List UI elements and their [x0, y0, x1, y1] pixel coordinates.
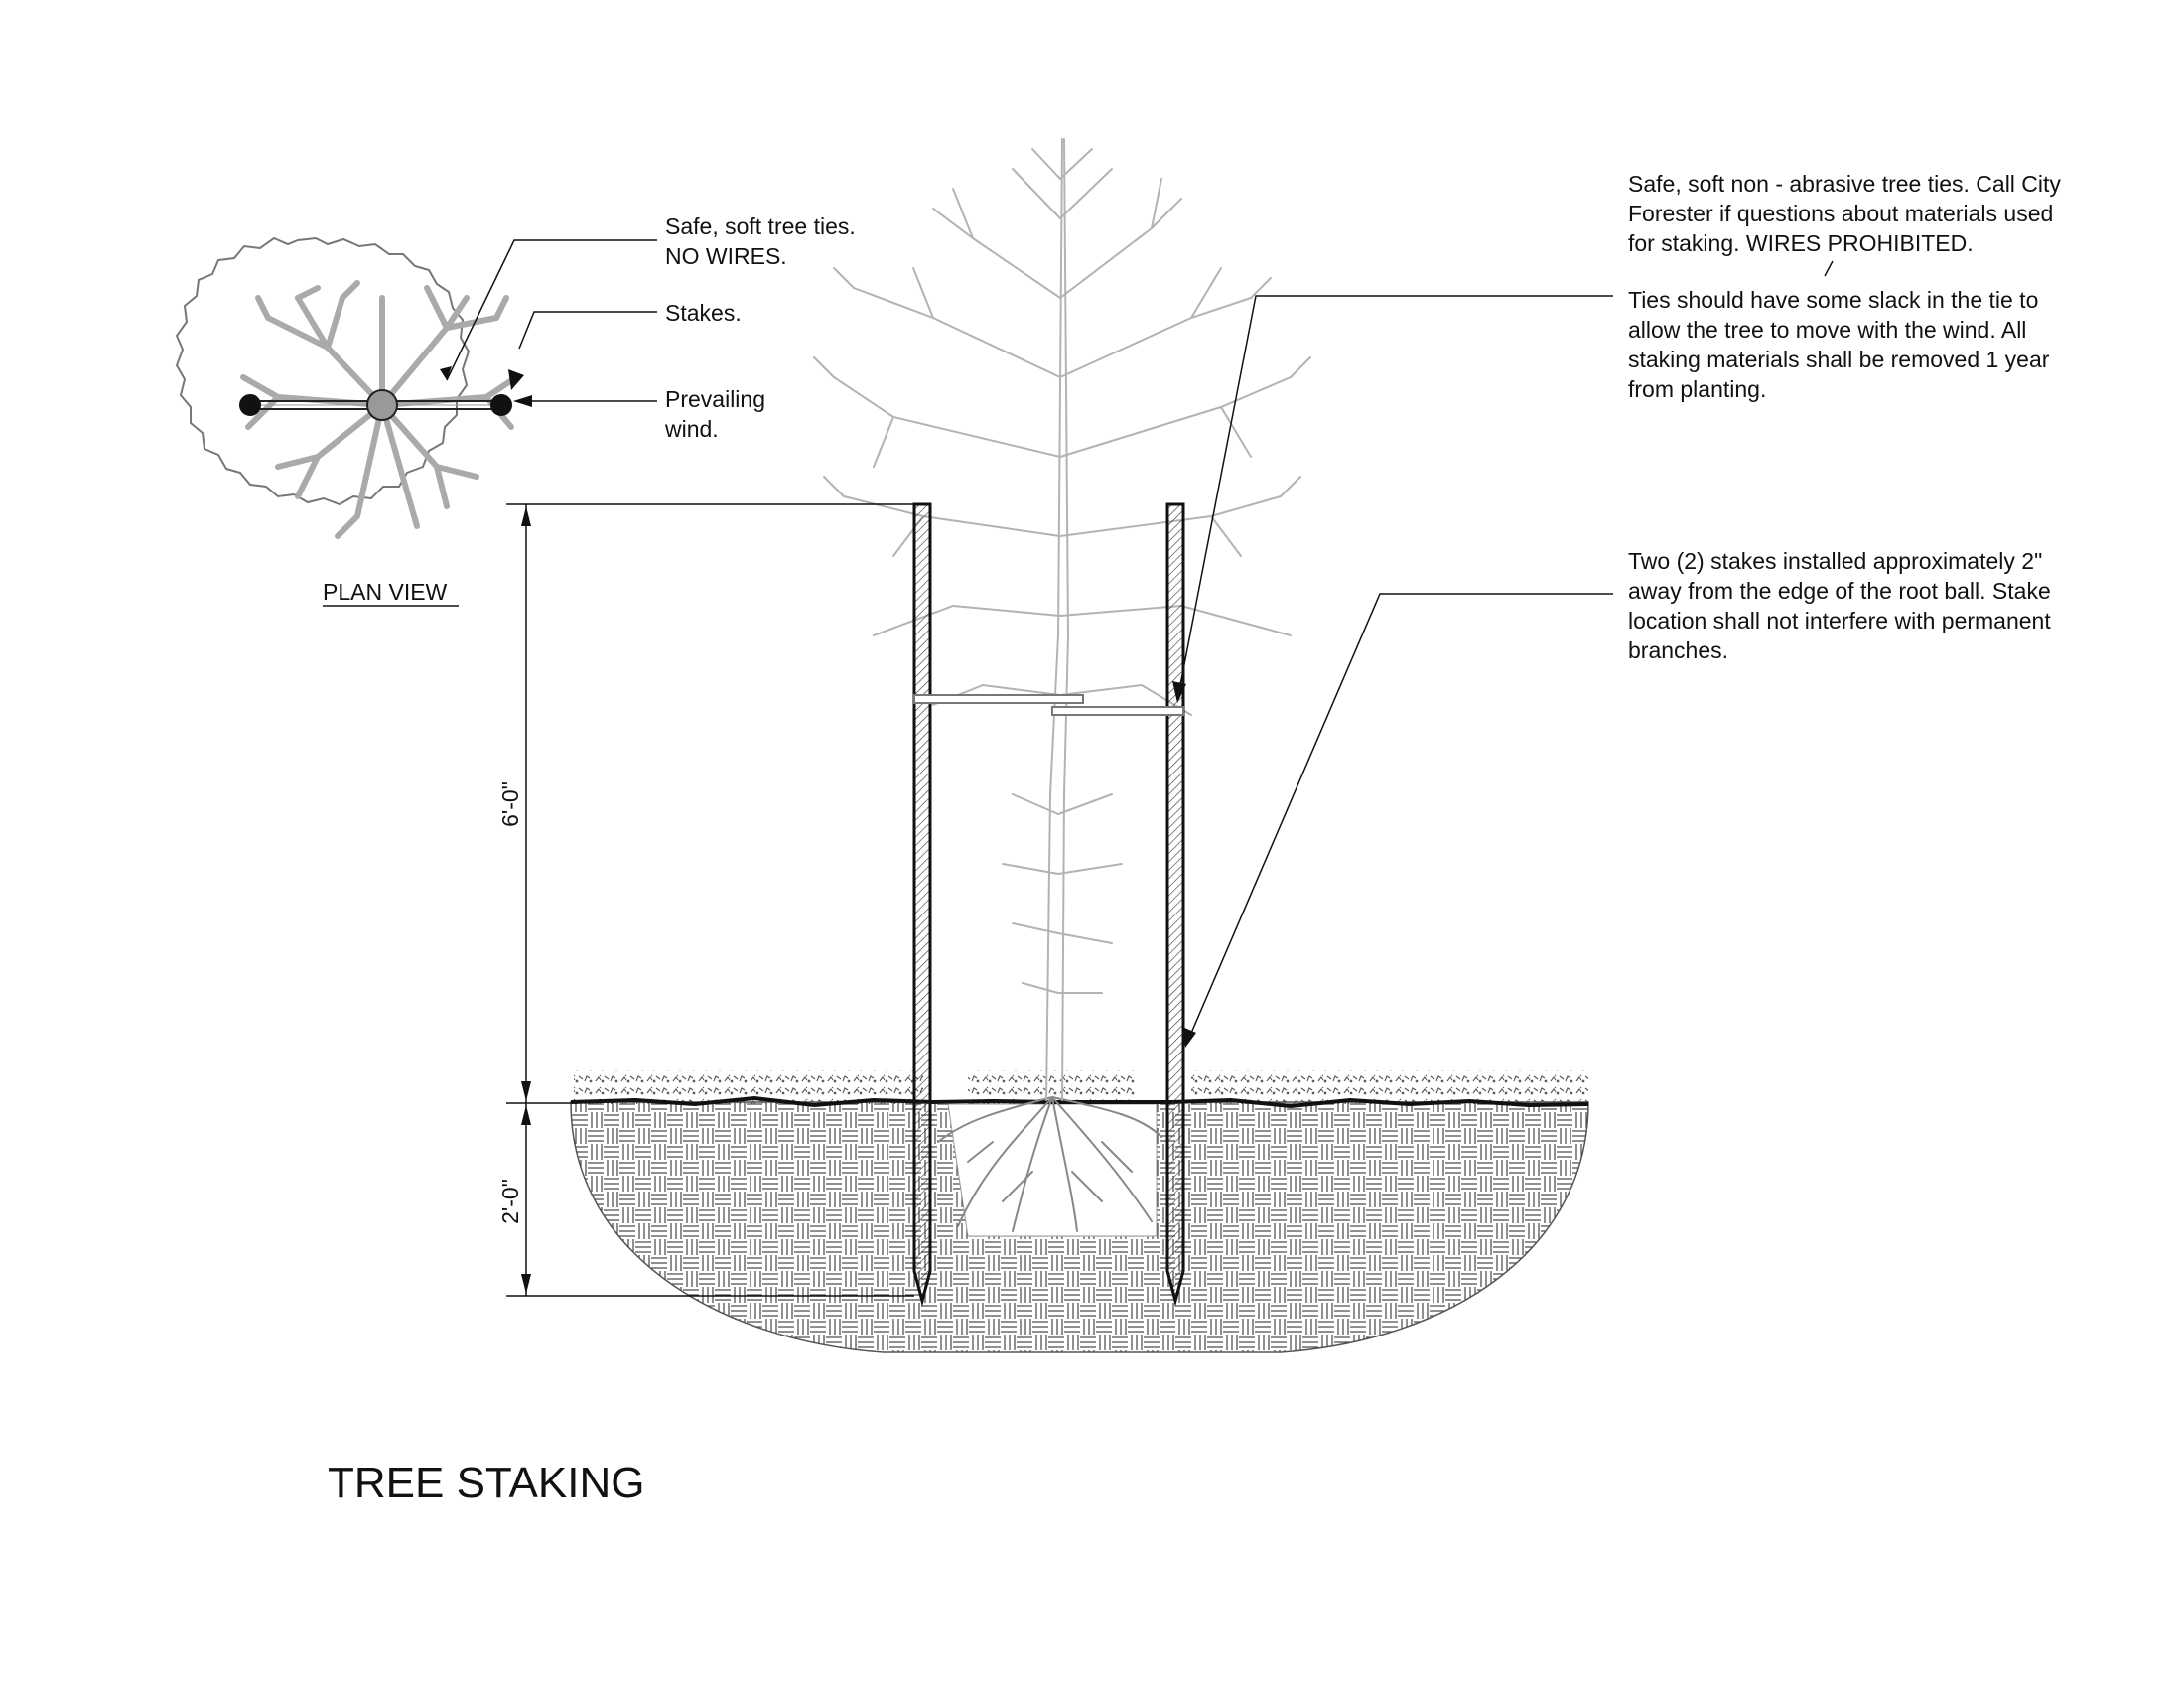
note-ties-material: Safe, soft non - abrasive tree ties. Cal… [1628, 171, 2067, 256]
tree-elevation [813, 138, 1311, 1101]
stakes-arrow-icon [508, 369, 524, 390]
note-prevailing-wind: Prevailing wind. [664, 386, 771, 442]
dimension-below-grade: 2'-0" [497, 1179, 523, 1224]
tree-tie-lower [1051, 706, 1184, 716]
plan-view-leaders [446, 239, 657, 402]
plan-view-caption: PLAN VIEW [323, 579, 448, 605]
dim-arrow-mid-up-icon [521, 1081, 531, 1101]
note-stakes-install: Two (2) stakes installed approximately 2… [1628, 548, 2057, 663]
tree-tie-upper [913, 694, 1084, 704]
plan-view-stake-left [239, 394, 261, 416]
root-ball [947, 1103, 1158, 1237]
plan-view-stake-right [490, 394, 512, 416]
note-ties-slack: Ties should have some slack in the tie t… [1628, 287, 2056, 402]
finish-grade-line [570, 1095, 1589, 1109]
dim-arrow-top-icon [521, 506, 531, 526]
tree-ties-arrow-icon [440, 366, 452, 380]
drawing-title: TREE STAKING [328, 1459, 644, 1507]
plan-view-rootball-outline [175, 236, 471, 506]
wind-arrow-icon [513, 395, 532, 407]
dimension-above-grade: 6'-0" [497, 781, 523, 827]
note-tree-ties: Safe, soft tree ties. NO WIRES. [665, 213, 862, 269]
elevation-view: 6'-0" 2'-0" Safe, soft non - abrasive tr… [497, 138, 2067, 1353]
ties-arrow-icon [1172, 681, 1186, 703]
dim-arrow-bottom-icon [521, 1274, 531, 1294]
elevation-leaders [1178, 260, 1834, 1039]
plan-view-branches [240, 280, 519, 539]
tree-roots [937, 1096, 1162, 1232]
dimension-lines [506, 503, 914, 1297]
plan-view: Safe, soft tree ties. NO WIRES. Stakes. … [175, 213, 862, 607]
stake-left [912, 502, 932, 1307]
tree-trunk [1045, 138, 1070, 1101]
dim-arrow-mid-down-icon [521, 1105, 531, 1125]
stakes-install-arrow-icon [1182, 1027, 1196, 1048]
stake-right [1165, 502, 1185, 1307]
note-stakes: Stakes. [665, 300, 742, 326]
plan-view-trunk [366, 389, 398, 421]
